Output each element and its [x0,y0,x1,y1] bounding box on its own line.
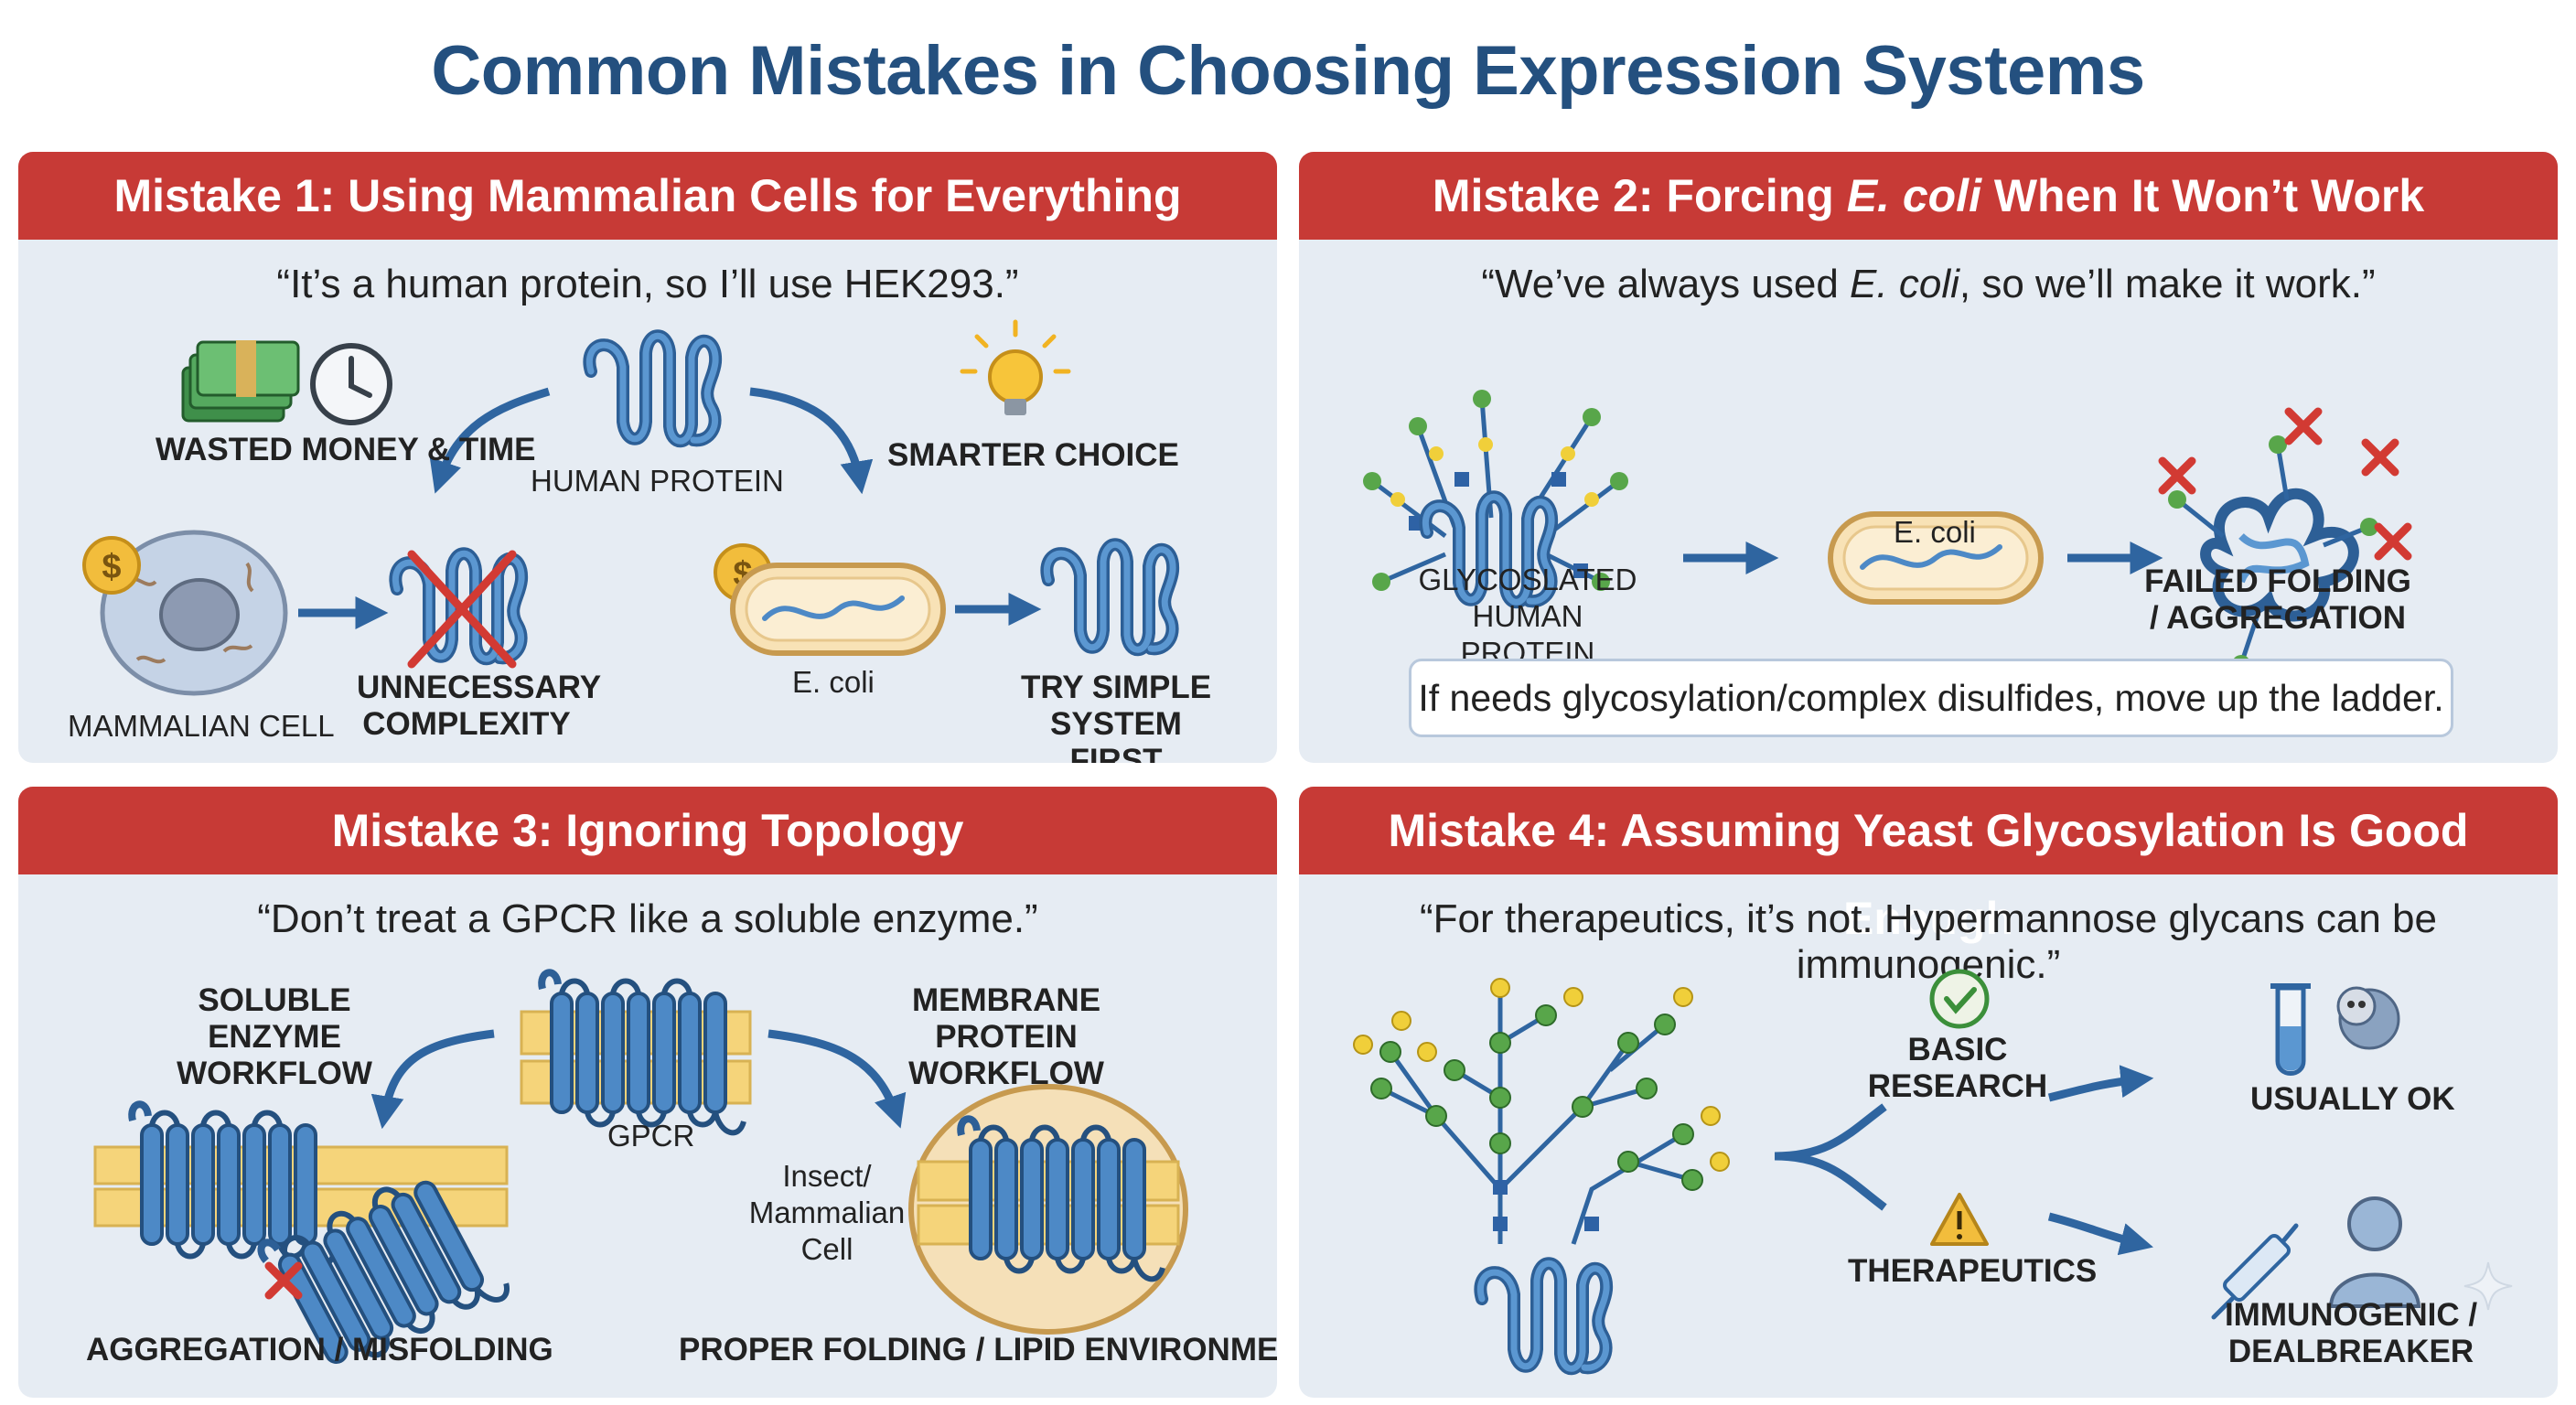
panel-quote: “For therapeutics, it’s not. Hypermannos… [1420,896,2437,987]
panel-mistake-4: Mistake 4: Assuming Yeast Glycosylation … [1299,787,2558,1398]
clock-icon [310,343,392,425]
basic-research-label: BASIC RESEARCH [1867,1032,2048,1104]
arrow-to-mammalian [429,387,551,494]
folded-protein-icon [1046,544,1173,649]
failed-label: FAILED FOLDING / AGGREGATION [2144,563,2411,636]
gpcr-icon [542,972,744,1132]
panel-quote: “Don’t treat a GPCR like a soluble enzym… [257,896,1038,941]
therapeutics-label: THERAPEUTICS [1848,1253,2098,1289]
arrow-to-soluble [370,1029,495,1130]
panel-header: Mistake 4: Assuming Yeast Glycosylation … [1299,787,2558,944]
panel-quote: “We’ve always used E. coli, so we’ll mak… [1481,262,2376,306]
arrow-to-ecoli [749,387,874,495]
membrane-label: MEMBRANE PROTEIN WORKFLOW [908,982,1104,1091]
panel-mistake-2: Mistake 2: Forcing E. coli When It Won’t… [1299,152,2558,763]
person-icon [2328,1196,2421,1308]
wasted-label: WASTED MONEY & TIME [156,432,536,467]
mammalian-cell-icon [100,530,288,696]
mistake-2-illustration [1363,390,2558,763]
red-x-icon [2289,412,2318,441]
mammalian-label: MAMMALIAN CELL [68,709,335,743]
usually-ok-label: USUALLY OK [2250,1081,2455,1117]
mistake-4-illustration [1353,969,2421,1398]
check-circle-icon [1929,969,1990,1029]
dollar-coin-icon: $ [82,536,141,595]
arrow-to-usually-ok [2047,1065,2154,1102]
warning-triangle-icon [1930,1193,1989,1246]
soluble-label: SOLUBLE ENZYME WORKFLOW [177,982,372,1091]
human-protein-label: HUMAN PROTEIN [531,464,784,498]
arrow-to-immunogenic [2047,1212,2153,1256]
human-protein-icon [589,336,715,441]
panel-mistake-3: Mistake 3: Ignoring Topology “Don’t trea… [18,787,1277,1398]
smarter-label: SMARTER CHOICE [887,437,1179,473]
panel-quote: “It’s a human protein, so I’ll use HEK29… [276,262,1019,306]
hypermannose-glycan-icon [1353,978,1730,1368]
sparkle-icon [2463,1261,2513,1311]
test-tube-icon [2270,983,2311,1076]
panel-header: Mistake 2: Forcing E. coli When It Won’t… [1299,152,2558,240]
money-icon [181,340,300,423]
proper-label: PROPER FOLDING / LIPID ENVIRONMENT [679,1332,1277,1367]
ecoli-label: E. coli [792,665,875,699]
syringe-icon [2211,1223,2299,1320]
red-x-icon [2366,443,2395,472]
branch-line-top [1774,1103,1887,1161]
ecoli-label: E. coli [1894,515,1976,549]
page-title: Common Mistakes in Choosing Expression S… [431,32,2145,110]
svg-text:$: $ [102,548,121,586]
skull-virus-icon [2336,986,2400,1050]
aggregated-protein-icon [2168,435,2378,673]
panel-header: Mistake 3: Ignoring Topology [18,787,1277,874]
ecoli-bacterium-icon [733,565,943,653]
panel-header: Mistake 1: Using Mammalian Cells for Eve… [18,152,1277,240]
mistake-3-illustration [93,787,1188,1398]
unnecessary-label: UNNECESSARY COMPLEXITY [357,670,602,742]
panel-mistake-1: Mistake 1: Using Mammalian Cells for Eve… [18,152,1277,763]
gpcr-label: GPCR [607,1119,695,1153]
arrow-to-membrane [767,1029,907,1129]
red-x-icon [407,550,517,669]
insect-label: Insect/ Mammalian Cell [748,1159,906,1266]
branch-line-bottom [1774,1152,1887,1211]
callout-box: If needs glycosylation/complex disulfide… [1409,659,2453,737]
mistake-1-illustration: $ $ [82,319,1277,696]
glycosylated-protein-icon [1363,390,1628,602]
aggregation-label: AGGREGATION / MISFOLDING [86,1332,553,1367]
red-x-icon [2163,461,2192,490]
lightbulb-icon [960,319,1071,415]
immunogenic-label: IMMUNOGENIC / DEALBREAKER [2224,1297,2478,1369]
red-x-icon [2378,527,2408,556]
try-simple-label: TRY SIMPLE SYSTEM FIRST [1020,670,1212,763]
glyco-label: GLYCOSLATED HUMAN PROTEIN [1418,563,1637,670]
